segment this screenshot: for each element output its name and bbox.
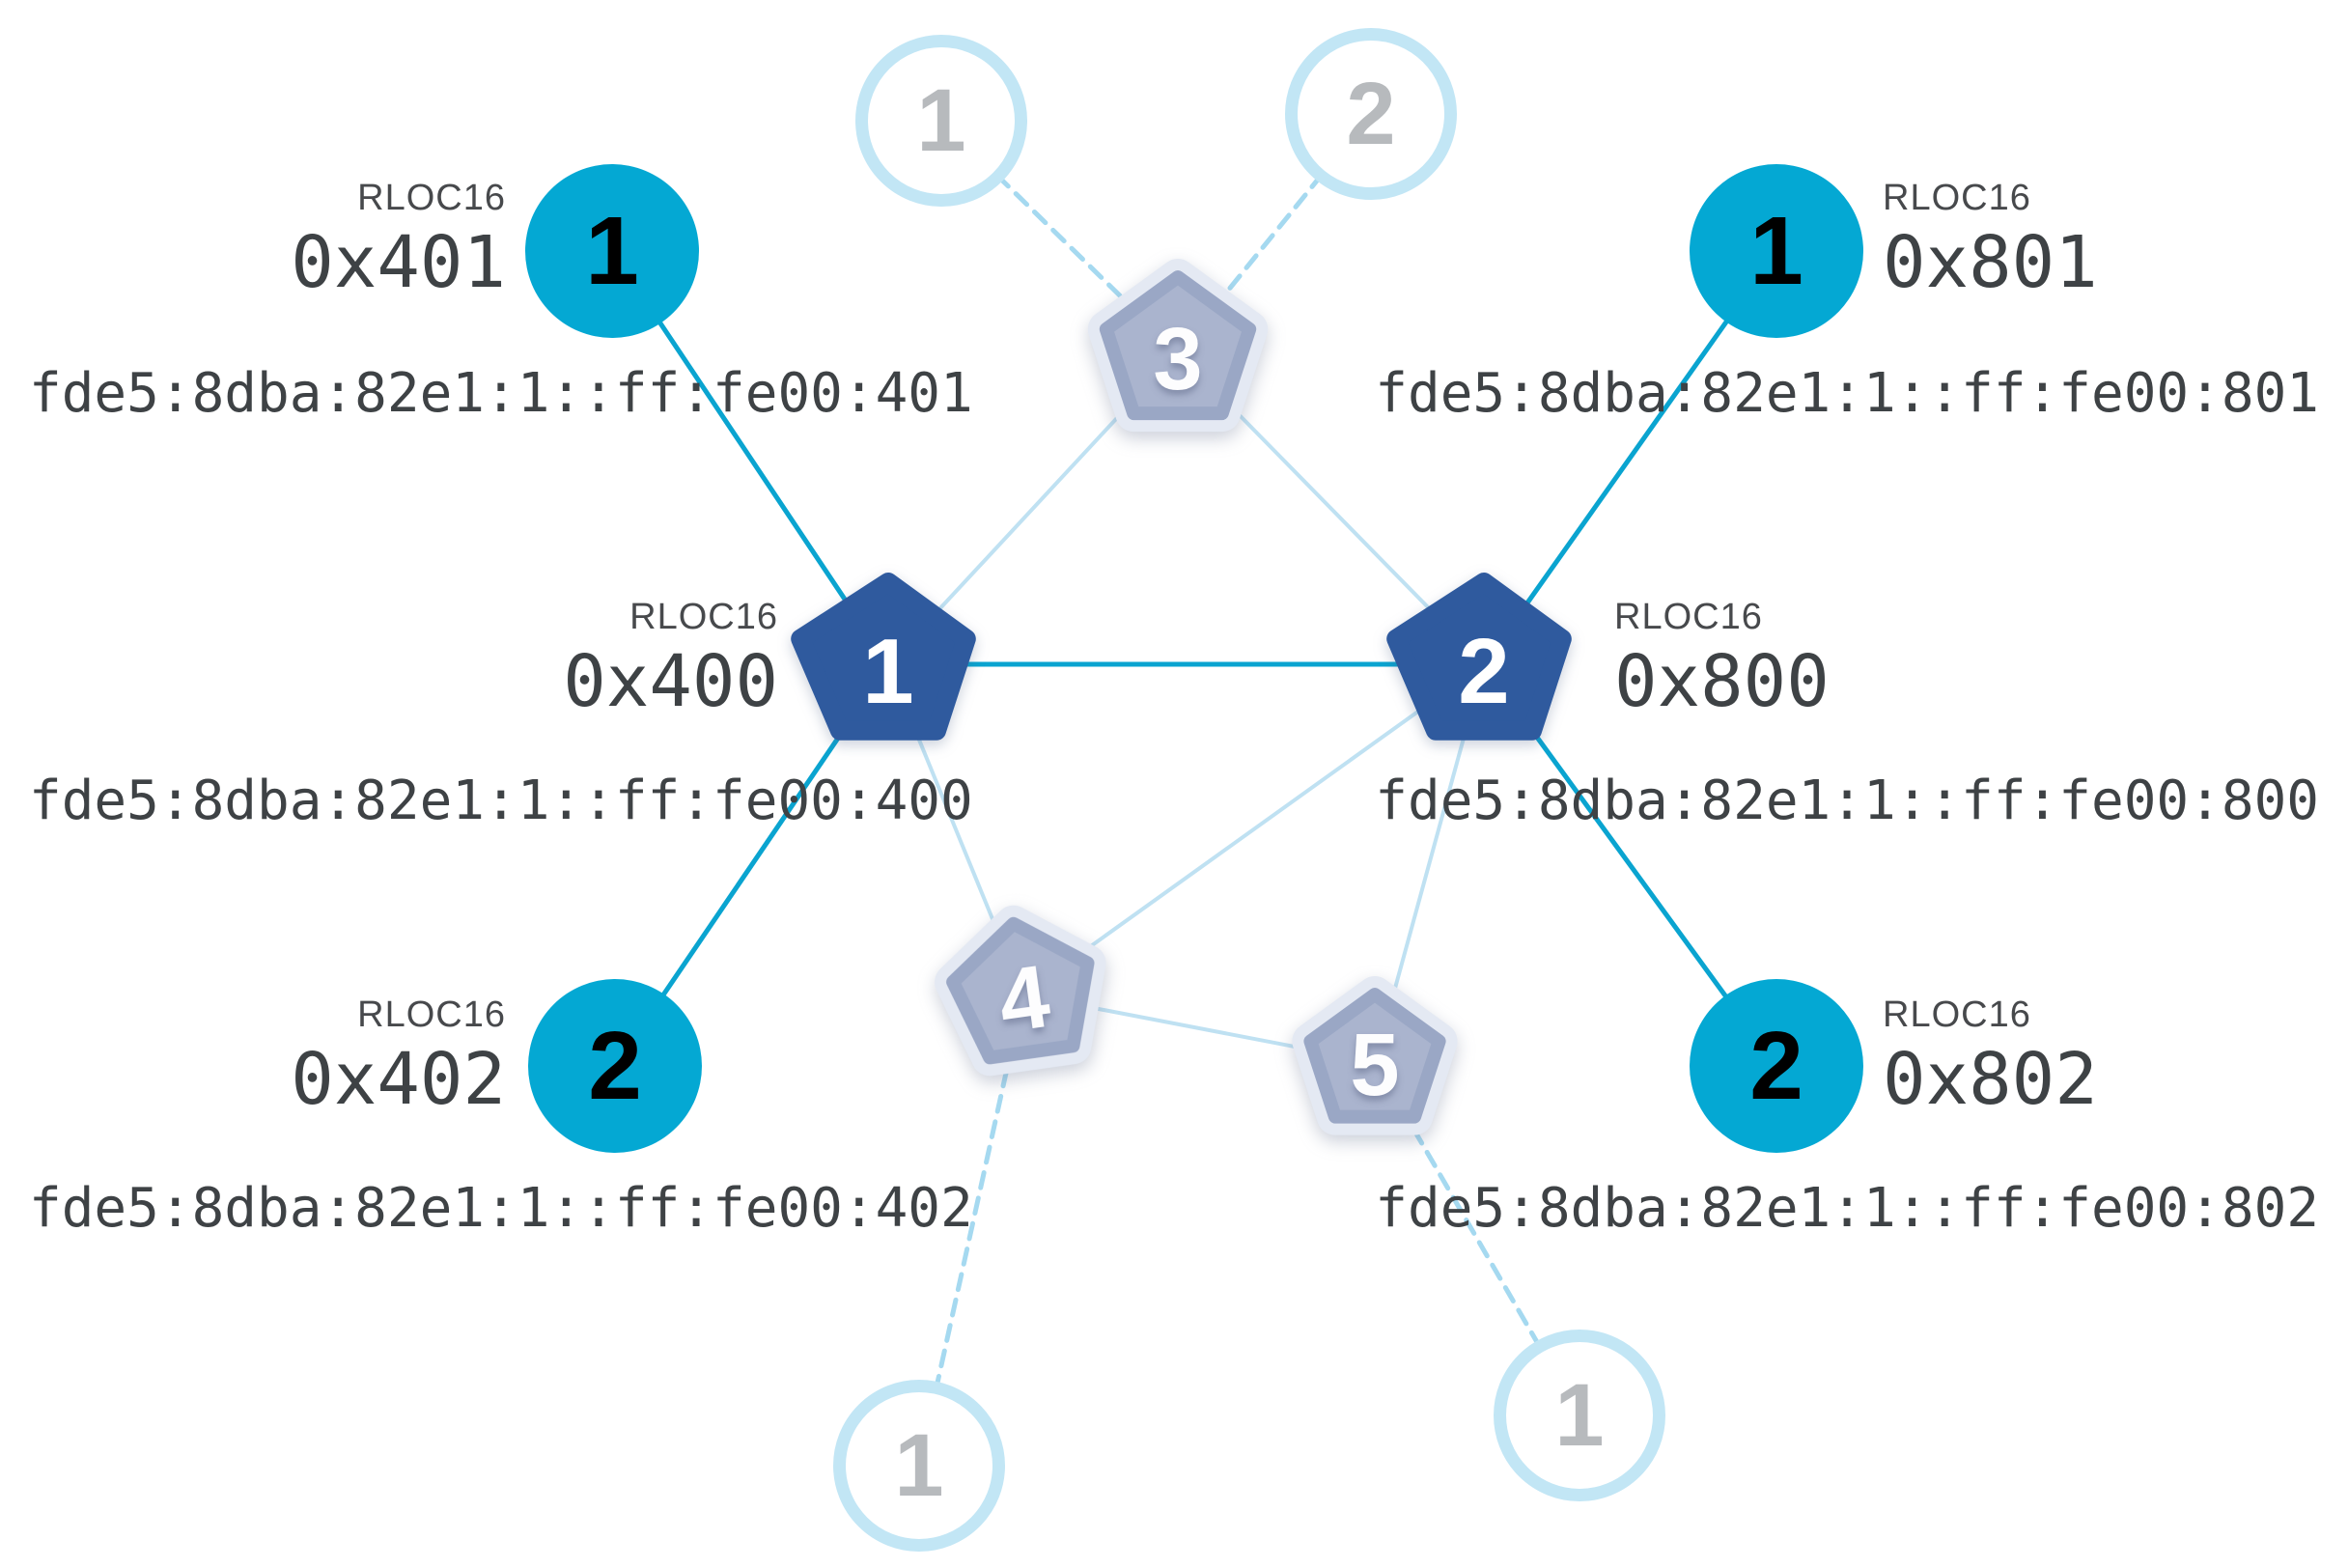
router-2-rloc16-value: 0x800 xyxy=(1614,640,1830,723)
child-0x801-labels: RLOC16 0x801 xyxy=(1883,176,2098,305)
router-2-labels: RLOC16 0x800 xyxy=(1614,595,1830,724)
ghost-child-top-1-circle: 1 xyxy=(855,35,1027,207)
ghost-child-bottom-left-number: 1 xyxy=(894,1415,944,1515)
router-1-rloc16-value: 0x400 xyxy=(563,640,778,723)
child-0x402-rloc16-value: 0x402 xyxy=(291,1038,506,1121)
router-1-pentagon: 1 xyxy=(782,558,994,770)
router-2-ipv6-address: fde5:8dba:82e1:1::ff:fe00:800 xyxy=(1375,770,2319,832)
router-2-number: 2 xyxy=(1458,620,1509,723)
ghost-child-bottom-right-number: 1 xyxy=(1554,1365,1605,1465)
child-0x801-rloc16-label: RLOC16 xyxy=(1883,178,2031,218)
ghost-child-top-2-circle: 2 xyxy=(1285,28,1457,200)
ghost-router-5-number: 5 xyxy=(1350,1016,1399,1114)
child-0x801-circle: 1 xyxy=(1690,164,1863,338)
ghost-child-bottom-left-circle: 1 xyxy=(833,1380,1005,1552)
child-0x802-rloc16-label: RLOC16 xyxy=(1883,994,2031,1035)
child-0x801-rloc16-value: 0x801 xyxy=(1883,221,2098,304)
child-0x402-labels: RLOC16 0x402 xyxy=(291,993,506,1122)
ghost-child-top-1-number: 1 xyxy=(916,70,966,170)
child-0x801-number: 1 xyxy=(1749,196,1803,305)
ghost-router-5-pentagon: 5 xyxy=(1269,956,1481,1168)
child-0x401-circle: 1 xyxy=(525,164,699,338)
router-2-rloc16-label: RLOC16 xyxy=(1614,597,1763,637)
ghost-router-3-number: 3 xyxy=(1153,310,1202,408)
child-0x401-number: 1 xyxy=(585,196,639,305)
router-1-ipv6-address: fde5:8dba:82e1:1::ff:fe00:400 xyxy=(29,770,973,832)
child-0x802-circle: 2 xyxy=(1690,979,1863,1153)
ghost-router-4-pentagon: 4 xyxy=(904,875,1143,1114)
child-0x401-rloc16-value: 0x401 xyxy=(291,221,506,304)
child-0x802-ipv6-address: fde5:8dba:82e1:1::ff:fe00:802 xyxy=(1375,1177,2319,1240)
router-2-pentagon: 2 xyxy=(1378,558,1590,770)
child-0x402-circle: 2 xyxy=(528,979,702,1153)
child-0x802-labels: RLOC16 0x802 xyxy=(1883,993,2098,1122)
child-0x401-labels: RLOC16 0x401 xyxy=(291,176,506,305)
child-0x402-ipv6-address: fde5:8dba:82e1:1::ff:fe00:402 xyxy=(29,1177,973,1240)
child-0x802-number: 2 xyxy=(1749,1011,1803,1120)
ghost-child-top-2-number: 2 xyxy=(1346,64,1396,163)
child-0x402-number: 2 xyxy=(588,1011,642,1120)
router-1-rloc16-label: RLOC16 xyxy=(629,597,778,637)
router-1-number: 1 xyxy=(862,620,913,723)
router-1-labels: RLOC16 0x400 xyxy=(563,595,778,724)
link-router2-ghost-router4 xyxy=(1021,662,1486,996)
child-0x401-rloc16-label: RLOC16 xyxy=(357,178,506,218)
child-0x801-ipv6-address: fde5:8dba:82e1:1::ff:fe00:801 xyxy=(1375,362,2319,425)
ghost-router-3-pentagon: 3 xyxy=(1072,246,1284,459)
ghost-child-bottom-right-circle: 1 xyxy=(1494,1330,1665,1501)
child-0x401-ipv6-address: fde5:8dba:82e1:1::ff:fe00:401 xyxy=(29,362,973,425)
child-0x402-rloc16-label: RLOC16 xyxy=(357,994,506,1035)
child-0x802-rloc16-value: 0x802 xyxy=(1883,1038,2098,1121)
